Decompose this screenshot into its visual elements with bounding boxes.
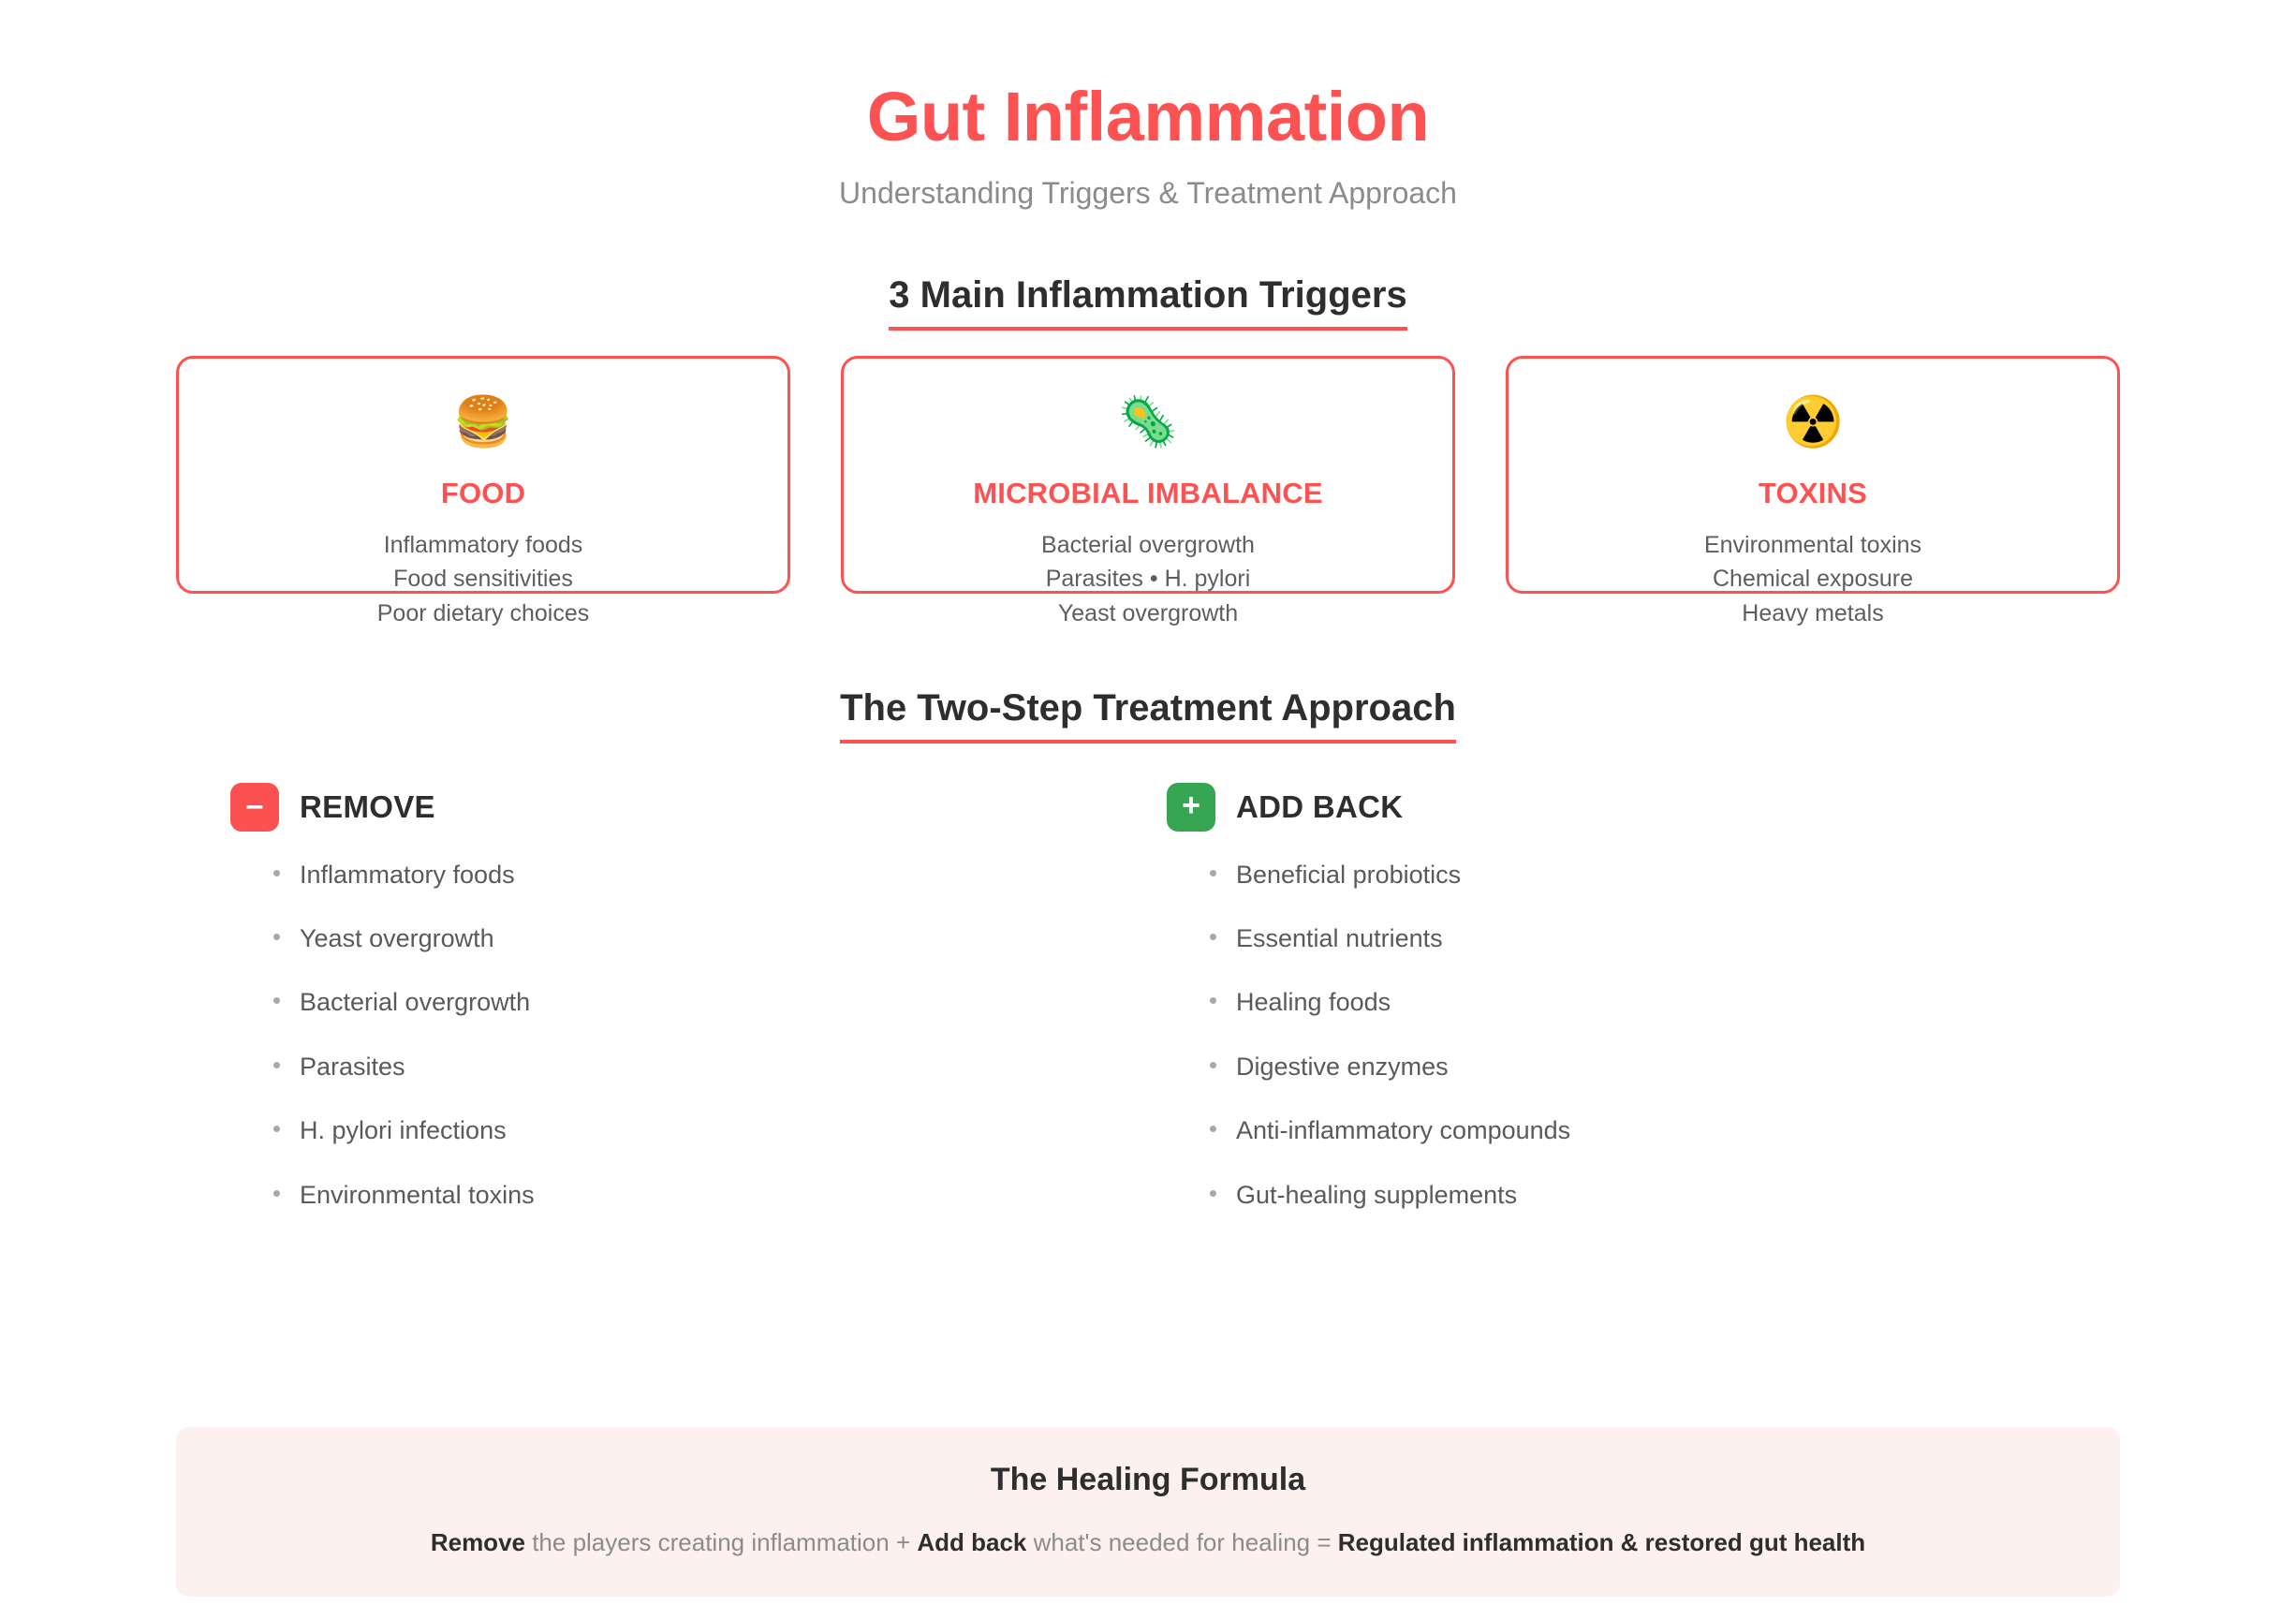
list-item-label: Parasites bbox=[300, 1052, 405, 1081]
list-item-label: Gut-healing supplements bbox=[1236, 1180, 1518, 1209]
bullet-icon bbox=[1210, 1189, 1216, 1197]
trigger-line: Yeast overgrowth bbox=[1057, 599, 1239, 626]
healing-formula-panel: The Healing Formula Remove the players c… bbox=[176, 1427, 2120, 1597]
bullet-icon bbox=[273, 1126, 280, 1133]
triggers-heading-wrap: 3 Main Inflammation Triggers bbox=[176, 272, 2120, 331]
trigger-line: Poor dietary choices bbox=[376, 599, 590, 626]
trigger-card-title: FOOD bbox=[440, 476, 526, 509]
treatment-heading-wrap: The Two-Step Treatment Approach bbox=[176, 685, 2120, 744]
radioactive-icon: ☢️ bbox=[1782, 394, 1844, 449]
list-item-label: Essential nutrients bbox=[1236, 924, 1443, 953]
trigger-card-toxins[interactable]: ☢️ TOXINS Environmental toxins Chemical … bbox=[1506, 355, 2120, 626]
list-item[interactable]: Environmental toxins bbox=[273, 1180, 1054, 1210]
healing-formula-title: The Healing Formula bbox=[990, 1462, 1306, 1497]
bullet-icon bbox=[1210, 1126, 1216, 1133]
trigger-line: Chemical exposure bbox=[1713, 566, 1913, 593]
list-item[interactable]: Gut-healing supplements bbox=[1210, 1180, 1878, 1210]
list-item[interactable]: Essential nutrients bbox=[1210, 923, 1878, 953]
add-back-label: ADD BACK bbox=[1236, 788, 1404, 824]
trigger-card-title: TOXINS bbox=[1758, 476, 1868, 509]
microbe-icon: 🦠 bbox=[1117, 394, 1179, 449]
minus-glyph: – bbox=[245, 788, 264, 824]
list-item[interactable]: Digestive enzymes bbox=[1210, 1052, 1878, 1082]
list-item-label: Beneficial probiotics bbox=[1236, 860, 1462, 889]
list-item[interactable]: Healing foods bbox=[1210, 987, 1878, 1017]
treatment-columns: – REMOVE Inflammatory foods Yeast overgr… bbox=[176, 782, 2120, 1210]
formula-add-back-term: Add back bbox=[917, 1527, 1027, 1556]
add-back-header: + ADD BACK bbox=[1167, 782, 1878, 832]
bullet-icon bbox=[1210, 934, 1216, 941]
list-item-label: Environmental toxins bbox=[300, 1180, 535, 1209]
add-back-list: Beneficial probiotics Essential nutrient… bbox=[1167, 860, 1878, 1210]
list-item-label: Bacterial overgrowth bbox=[300, 988, 531, 1017]
trigger-card-food[interactable]: 🍔 FOOD Inflammatory foods Food sensitivi… bbox=[176, 355, 790, 626]
header: Gut Inflammation Understanding Triggers … bbox=[176, 0, 2120, 211]
healing-formula-equation: Remove the players creating inflammation… bbox=[204, 1527, 2092, 1559]
bullet-icon bbox=[1210, 1061, 1216, 1068]
plus-glyph: + bbox=[1182, 788, 1200, 824]
trigger-line: Inflammatory foods bbox=[383, 531, 583, 558]
list-item[interactable]: Inflammatory foods bbox=[273, 860, 1054, 890]
list-item[interactable]: Parasites bbox=[273, 1052, 1054, 1082]
bullet-icon bbox=[273, 1189, 280, 1197]
hamburger-icon: 🍔 bbox=[452, 394, 514, 449]
trigger-cards-row: 🍔 FOOD Inflammatory foods Food sensitivi… bbox=[176, 355, 2120, 626]
list-item-label: Inflammatory foods bbox=[300, 860, 515, 889]
treatment-column-remove: – REMOVE Inflammatory foods Yeast overgr… bbox=[230, 782, 1054, 1210]
trigger-card-lines: Bacterial overgrowth Parasites • H. pylo… bbox=[862, 528, 1434, 631]
list-item[interactable]: Beneficial probiotics bbox=[1210, 860, 1878, 890]
trigger-line: Heavy metals bbox=[1742, 599, 1884, 626]
list-item-label: Digestive enzymes bbox=[1236, 1052, 1449, 1081]
formula-text-2: what's needed for healing = bbox=[1026, 1527, 1338, 1556]
list-item[interactable]: Bacterial overgrowth bbox=[273, 987, 1054, 1017]
trigger-line: Environmental toxins bbox=[1703, 531, 1922, 558]
triggers-section-heading: 3 Main Inflammation Triggers bbox=[889, 272, 1407, 331]
bullet-icon bbox=[273, 997, 280, 1005]
remove-list: Inflammatory foods Yeast overgrowth Bact… bbox=[230, 860, 1054, 1210]
remove-header: – REMOVE bbox=[230, 782, 1054, 832]
trigger-card-lines: Environmental toxins Chemical exposure H… bbox=[1527, 528, 2098, 631]
list-item[interactable]: Anti-inflammatory compounds bbox=[1210, 1115, 1878, 1145]
formula-result-term: Regulated inflammation & restored gut he… bbox=[1337, 1527, 1866, 1556]
page-subtitle: Understanding Triggers & Treatment Appro… bbox=[839, 175, 1457, 210]
formula-text-1: the players creating inflammation + bbox=[524, 1527, 918, 1556]
bullet-icon bbox=[273, 1061, 280, 1068]
list-item-label: Yeast overgrowth bbox=[300, 924, 494, 953]
bullet-icon bbox=[1210, 997, 1216, 1005]
plus-icon: + bbox=[1167, 782, 1215, 832]
bullet-icon bbox=[273, 934, 280, 941]
list-item-label: H. pylori infections bbox=[300, 1116, 507, 1145]
trigger-card-title: MICROBIAL IMBALANCE bbox=[973, 476, 1323, 509]
trigger-line: Bacterial overgrowth bbox=[1041, 531, 1255, 558]
list-item[interactable]: H. pylori infections bbox=[273, 1115, 1054, 1145]
trigger-card-lines: Inflammatory foods Food sensitivities Po… bbox=[198, 528, 769, 631]
list-item[interactable]: Yeast overgrowth bbox=[273, 923, 1054, 953]
treatment-section-heading: The Two-Step Treatment Approach bbox=[840, 685, 1456, 744]
formula-remove-term: Remove bbox=[430, 1527, 525, 1556]
trigger-card-microbial-imbalance[interactable]: 🦠 MICROBIAL IMBALANCE Bacterial overgrow… bbox=[841, 355, 1455, 626]
trigger-line: Food sensitivities bbox=[393, 566, 573, 593]
bullet-icon bbox=[1210, 869, 1216, 876]
list-item-label: Healing foods bbox=[1236, 988, 1391, 1017]
page-title: Gut Inflammation bbox=[866, 78, 1430, 155]
bullet-icon bbox=[273, 869, 280, 876]
list-item-label: Anti-inflammatory compounds bbox=[1236, 1116, 1571, 1145]
treatment-column-add-back: + ADD BACK Beneficial probiotics Essenti… bbox=[1054, 782, 1878, 1210]
trigger-line: Parasites • H. pylori bbox=[1045, 566, 1251, 593]
minus-icon: – bbox=[230, 782, 279, 832]
remove-label: REMOVE bbox=[300, 788, 435, 824]
